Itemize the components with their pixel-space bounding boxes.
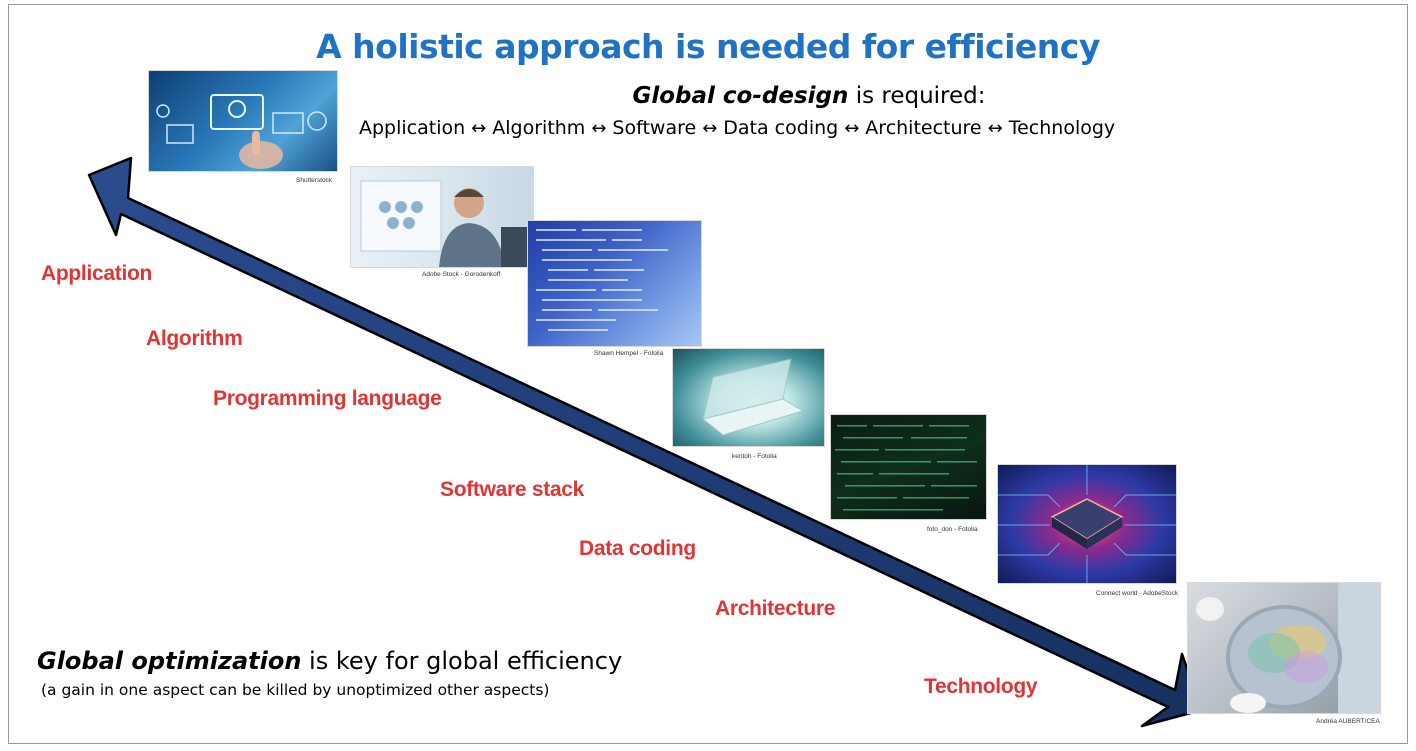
level-programming-language: Programming language bbox=[213, 387, 442, 410]
photo-credit: Andréa AUBERT/CEA bbox=[1316, 718, 1380, 725]
photo-engineer-screen bbox=[351, 167, 533, 267]
photo-silicon-wafer bbox=[1188, 583, 1380, 713]
photo-credit: Adobe Stock - Gorodenkoff bbox=[422, 271, 501, 278]
photo-chip-board bbox=[998, 465, 1176, 583]
co-design-heading: Global co-design is required: bbox=[429, 83, 1189, 109]
bidirectional-arrow-icon: ↔ bbox=[987, 118, 1003, 139]
co-design-emphasis: Global co-design bbox=[632, 83, 849, 109]
photo-credit: foto_don - Fotolia bbox=[927, 526, 978, 533]
chain-item: Software bbox=[612, 117, 697, 139]
photo-credit: Shawn Hempel - Fotolia bbox=[594, 350, 664, 357]
chain-item: Algorithm bbox=[492, 117, 586, 139]
level-technology: Technology bbox=[924, 675, 1038, 698]
co-design-rest: is required: bbox=[848, 83, 986, 109]
chain-item: Architecture bbox=[865, 117, 982, 139]
chain-item: Data coding bbox=[723, 117, 839, 139]
bidirectional-arrow-icon: ↔ bbox=[591, 118, 607, 139]
optimization-rest: is key for global efficiency bbox=[301, 647, 623, 675]
bidirectional-arrow-icon: ↔ bbox=[471, 118, 487, 139]
level-architecture: Architecture bbox=[715, 597, 836, 620]
chain-item: Application bbox=[359, 117, 466, 139]
level-data-coding: Data coding bbox=[579, 537, 696, 560]
level-application: Application bbox=[41, 262, 153, 285]
photo-code-screen bbox=[528, 221, 701, 346]
photo-credit: Connect world - AdobeStock bbox=[1096, 590, 1179, 597]
bidirectional-arrow-icon: ↔ bbox=[702, 118, 718, 139]
photo-digital-interface bbox=[149, 71, 337, 171]
optimization-emphasis: Global optimization bbox=[37, 647, 302, 675]
bidirectional-arrow-icon: ↔ bbox=[844, 118, 860, 139]
level-algorithm: Algorithm bbox=[146, 327, 243, 350]
optimization-statement: Global optimization is key for global ef… bbox=[37, 647, 622, 675]
photo-laptop-light bbox=[673, 349, 824, 446]
slide: A holistic approach is needed for effici… bbox=[8, 4, 1408, 744]
optimization-note: (a gain in one aspect can be killed by u… bbox=[41, 681, 550, 699]
co-design-chain: Application↔Algorithm↔Software↔Data codi… bbox=[359, 117, 1349, 139]
photo-credit: kentoh - Fotolia bbox=[732, 453, 777, 460]
photo-credit: Shutterstock bbox=[296, 177, 333, 184]
slide-title: A holistic approach is needed for effici… bbox=[316, 27, 1100, 66]
level-software-stack: Software stack bbox=[440, 478, 585, 501]
photo-binary-data bbox=[831, 415, 986, 519]
chain-item: Technology bbox=[1008, 117, 1116, 139]
